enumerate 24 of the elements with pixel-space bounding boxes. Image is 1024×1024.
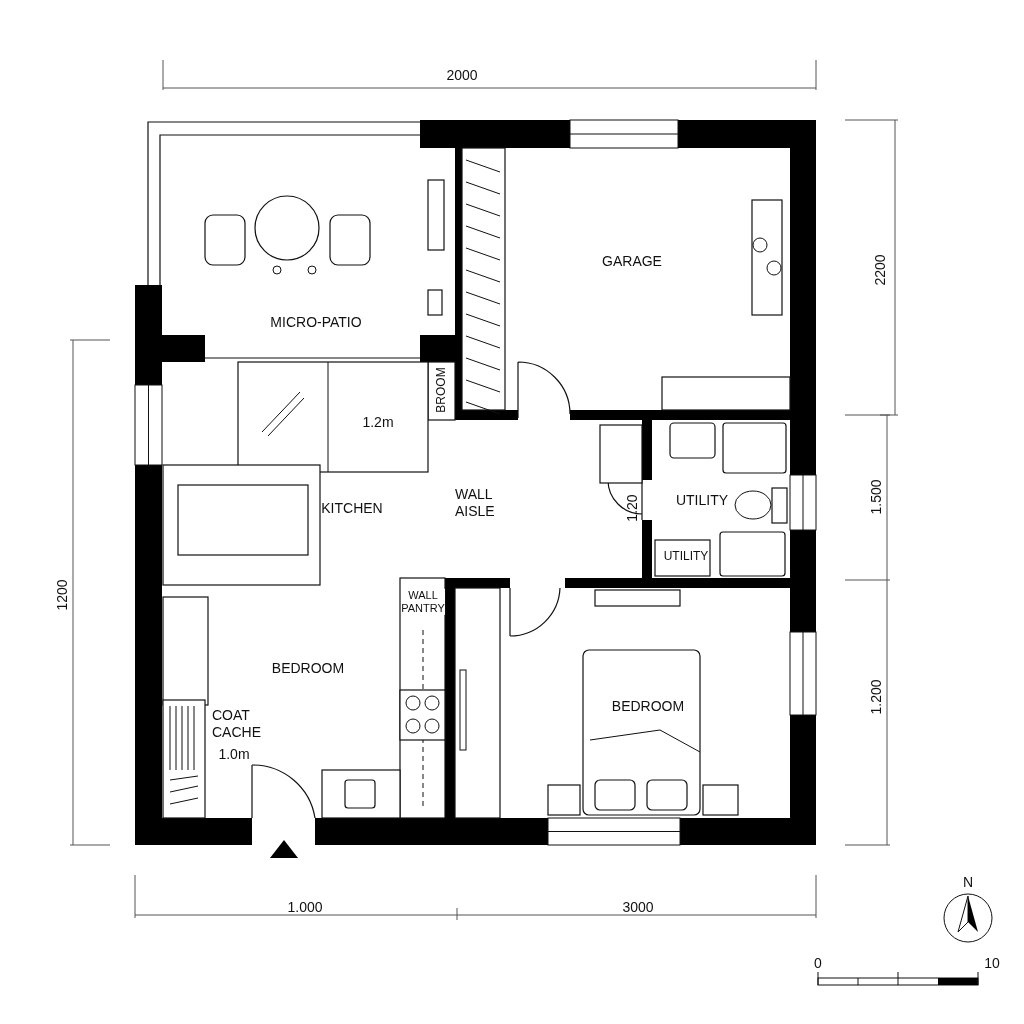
dimension-label: 2000: [446, 66, 478, 84]
closet-label: BROOM: [433, 367, 449, 413]
room-label: BEDROOM: [611, 697, 685, 715]
dimension-label: 3000: [622, 898, 654, 916]
compass-label: N: [962, 873, 974, 891]
room-label: WALL AISLE: [455, 486, 496, 520]
scale-label: 0: [814, 954, 822, 972]
closet-label: COAT CACHE: [212, 707, 262, 741]
room-label: KITCHEN: [321, 499, 383, 517]
dimension-label: 1.200: [867, 679, 885, 715]
dimension-label: 1.2m: [362, 413, 394, 431]
closet-label: UTILITY: [663, 548, 709, 564]
dimension-label: 1.000: [287, 898, 323, 916]
dimension-label: 2200: [871, 254, 889, 286]
dimension-label: 1200: [53, 579, 71, 611]
room-label: MICRO-PATIO: [270, 313, 362, 331]
closet-label: WALL PANTRY: [401, 588, 445, 616]
dimension-label: 1.500: [867, 479, 885, 515]
dimension-label: 1.20: [623, 494, 641, 522]
room-label: GARAGE: [602, 252, 662, 270]
scale-label: 10: [984, 954, 1000, 972]
room-label: UTILITY: [675, 491, 729, 509]
dimension-label: 1.0m: [218, 745, 250, 763]
room-label: BEDROOM: [271, 659, 345, 677]
